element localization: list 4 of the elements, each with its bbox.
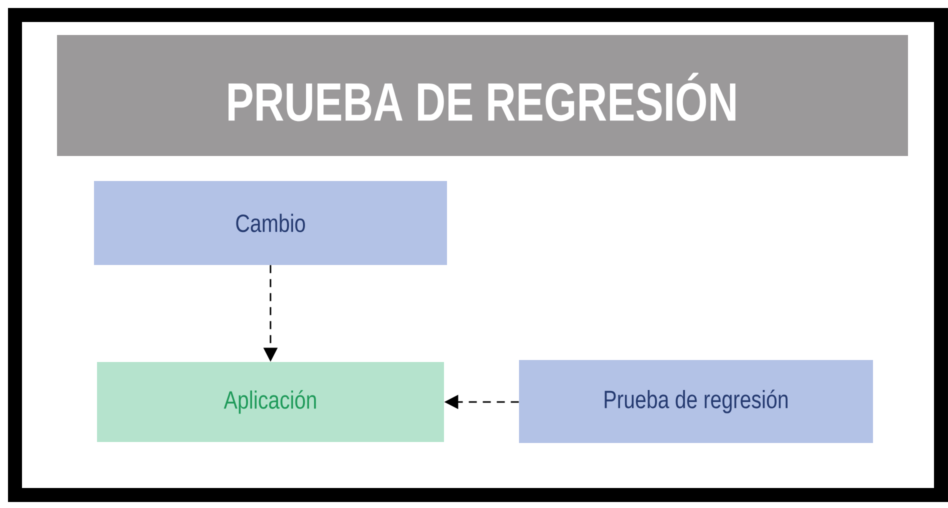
process-box: Cambio	[94, 181, 447, 265]
title-banner: PRUEBA DE REGRESIÓN	[57, 35, 908, 156]
process-box: Aplicación	[97, 362, 444, 442]
process-box: Prueba de regresión	[519, 360, 873, 443]
